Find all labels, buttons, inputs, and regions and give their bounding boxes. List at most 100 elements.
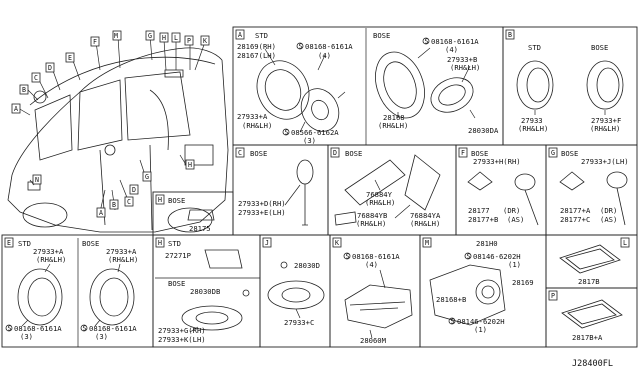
speaker-j-cone [281,287,311,303]
rear-speaker-shape [33,90,47,104]
section-k-letter-box [332,237,342,248]
section-e: E STD BOSE 27933+A (RH&LH) 27933+A (RH&L… [4,237,138,347]
screw-symbol-icon [422,37,430,45]
overview-label-e-box [65,52,75,63]
section-a-s1: S [299,43,303,51]
section-h-p3: 27933+G(RH) [158,326,206,335]
section-m-s1: S [467,253,471,261]
section-a-p7: 27933+B [447,55,477,64]
section-c: C BOSE 27933+D(RH) 27933+E(LH) [235,147,314,226]
screw-symbol-icon [448,317,456,325]
section-e-letter: E [7,239,11,247]
overview-label-h-box [159,32,169,43]
section-e-leaders [21,263,121,327]
section-b-bose: BOSE [591,43,608,52]
section-m-letter: M [425,239,429,247]
roof-line [11,47,223,176]
section-a-bose: BOSE [373,31,390,40]
section-a-s3: S [425,38,429,46]
screw-symbol-icon [343,252,351,260]
speaker-h-bose [181,305,243,331]
overview-label-c-lower-box [124,196,134,207]
section-a-p1: 28169(RH) [237,42,276,51]
section-k-p1: 08168-6161A [352,252,400,261]
section-a-leaders [264,48,346,133]
trim-piece-d2 [334,211,357,226]
speaker-e-std-cone [27,277,57,317]
overview-label-g-lower: G [145,173,149,181]
section-k-s1: S [346,253,350,261]
bose-speaker-inner [438,84,466,106]
trim-piece-d3 [404,154,441,211]
overview-label-d-lower: D [132,186,136,194]
section-f-bose: BOSE [471,149,488,158]
speaker-b-std-cone [526,67,550,103]
section-a-p6q: (4) [445,45,458,54]
section-h: H STD 27271P BOSE 28030DB 27933+G(RH) 27… [155,237,260,344]
section-g-p3: 28177+C [560,215,590,224]
section-d-p1: 76884Y [366,190,393,199]
section-j: J 28030D 27933+C [262,237,325,327]
rear-window [34,94,73,161]
section-a-p4b: (RH&LH) [242,121,272,130]
section-h2-bose: BOSE [168,196,185,205]
section-g-p2b: (DR) [600,206,617,215]
section-h-std: STD [168,239,181,248]
section-j-p1: 28030D [294,261,320,270]
tweeter-f [514,173,536,191]
section-d-p3: 76884YA [410,211,441,220]
speaker-std-cone [311,99,329,121]
bose-adapter-outer [375,51,425,119]
speaker-e-bose [89,268,135,326]
door-lines [99,144,153,231]
speaker-e-std [17,268,63,326]
section-l-letter-box [620,237,630,248]
tweeter-c-cable [302,184,308,226]
section-l-letter: L [623,239,627,247]
section-p-letter-box [548,290,558,301]
overview-label-c: C [34,74,38,82]
section-e-p3q: (3) [20,332,33,341]
speaker-h-bose-cone [195,311,229,325]
overview-label-n: N [35,176,39,184]
section-b-letter: B [508,31,512,39]
section-h-letter: H [158,239,162,247]
section-a-p2: 28167(LH) [237,51,276,60]
section-a-letter-box [235,29,245,40]
section-k-p2: 28060M [360,336,387,345]
overview-label-k: K [203,37,207,45]
section-a-letter: A [238,31,242,39]
speaker-std-outer [256,60,310,120]
section-d-letter: D [333,149,337,157]
section-k-p1q: (4) [365,260,378,269]
bolt-icon [280,261,288,269]
section-b-p1b: (RH&LH) [518,124,548,133]
overview-label-d-lower-box [129,184,139,195]
section-p-letter: P [551,292,555,300]
overview-label-c-box [31,72,41,83]
section-e-p4q: (3) [95,332,108,341]
section-h2-letter-box [155,194,165,205]
overview-label-p-box [184,35,194,46]
section-c-letter: C [238,149,242,157]
overview-label-h-lower: H [188,161,192,169]
section-a-std: STD [255,31,268,40]
section-a-p8b: (RH&LH) [378,121,408,130]
bolt-icon [242,289,250,297]
overview-label-p: P [187,37,191,45]
section-e-letter-box [4,237,14,248]
overview-label-b-box [19,84,29,95]
screw-symbol-icon [282,128,290,136]
overview-label-d: D [48,64,52,72]
section-d-p2b: (RH&LH) [356,219,386,228]
overview-label-h-lower-box [185,159,195,170]
overview-label-e: E [68,54,72,62]
section-g-p2: 28177+A [560,206,591,215]
bracket-m [429,264,506,326]
section-f-p1: 27933+H(RH) [473,157,521,166]
panel-p-frame [545,287,638,348]
screw-symbol-icon [5,324,13,332]
speaker-b-std [516,60,554,110]
pillar-line [149,89,169,151]
panel-c-frame [232,144,329,236]
